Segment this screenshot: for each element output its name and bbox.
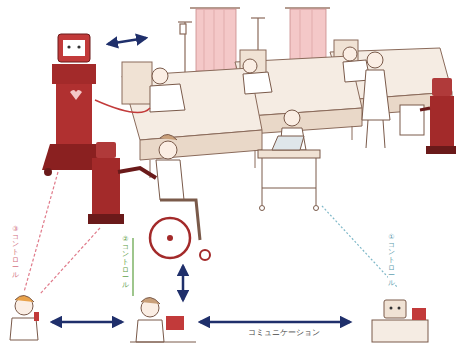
robot [372, 300, 428, 342]
bed [122, 40, 452, 178]
robot [400, 78, 456, 154]
control-label: ③コントロール [12, 226, 19, 280]
nurse [362, 52, 390, 148]
operator [130, 297, 196, 342]
wheelchair-patient [150, 134, 210, 260]
communication-label: コミュニケーション [248, 327, 320, 338]
laptop-cart [258, 110, 320, 211]
control-line [132, 238, 133, 296]
interaction-arrow [52, 38, 350, 322]
tube [95, 100, 150, 113]
control-line [24, 172, 58, 292]
operator [10, 295, 39, 340]
patient [150, 47, 370, 112]
control-line [40, 228, 100, 294]
control-label: ②コントロール [122, 236, 129, 290]
control-line [322, 206, 398, 288]
control-label: ①コントロール [388, 234, 395, 288]
robot [88, 142, 156, 224]
